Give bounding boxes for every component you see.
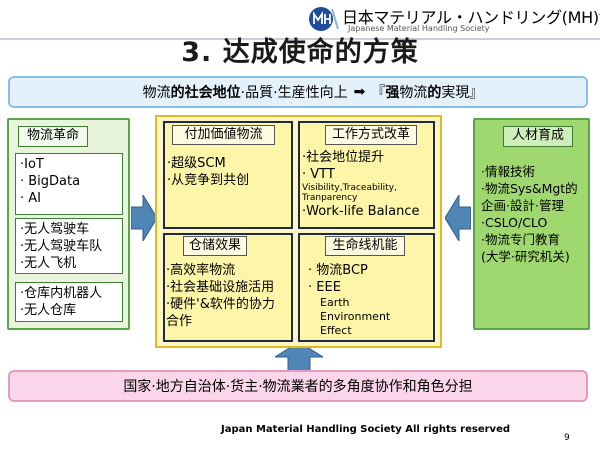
list-item: 企画·設計·管理 bbox=[481, 198, 564, 213]
banner-top-text-e: 强 bbox=[385, 85, 400, 101]
list-item: · BigData bbox=[20, 174, 81, 189]
up-arrow-icon bbox=[275, 342, 323, 372]
list-item: Tranparency bbox=[302, 193, 358, 203]
banner-top-text-g: 的 bbox=[427, 85, 442, 101]
header-divider bbox=[0, 38, 600, 40]
list-item: Environment bbox=[320, 310, 391, 323]
box-content: ·高效率物流 ·社会基础设施活用 ·硬件'&软件的协力 合作 bbox=[166, 262, 275, 330]
list-item: ·无人驾驶车队 bbox=[20, 239, 103, 254]
right-arrow-icon bbox=[131, 195, 157, 241]
list-item: ·无人驾驶车 bbox=[20, 222, 90, 237]
box-title: 仓储效果 bbox=[183, 236, 247, 256]
list-item: Effect bbox=[320, 324, 352, 337]
list-item: ·无人仓库 bbox=[20, 303, 77, 318]
list-item: ·社会基础设施活用 bbox=[166, 280, 275, 295]
list-item: ·高效率物流 bbox=[166, 263, 236, 278]
right-column bbox=[473, 118, 590, 330]
right-column-title: 人材育成 bbox=[503, 126, 573, 147]
left-arrow-icon bbox=[445, 195, 471, 241]
org-name-jp: 日本マテリアル・ハンドリング(MH)協会 bbox=[342, 8, 600, 27]
mh-logo-icon bbox=[308, 5, 340, 33]
box-content: · 物流BCP · EEE Earth Environment Effect bbox=[308, 262, 390, 338]
copyright: Japan Material Handling Society All righ… bbox=[221, 424, 511, 435]
list-item: ·无人飞机 bbox=[20, 256, 77, 271]
list-item: ·硬件'&软件的协力 bbox=[166, 297, 275, 312]
page-number: 9 bbox=[564, 433, 570, 443]
top-banner: 物流的社会地位·品質·生産性向上 ➡『强物流的実現』 bbox=[8, 76, 588, 108]
list-item: ·CSLO/CLO bbox=[481, 215, 548, 230]
list-item: Visibility,Traceability, bbox=[302, 183, 397, 193]
banner-top-text-b: 的社会地位 bbox=[170, 85, 241, 101]
list-item: ·从竞争到共创 bbox=[167, 173, 250, 188]
bottom-banner: 国家·地方自治体·货主·物流業者的多角度协作和角色分担 bbox=[8, 370, 588, 402]
list-item: ·物流Sys&Mgt的 bbox=[481, 181, 578, 196]
box-content: ·社会地位提升 · VTT Visibility,Traceability, T… bbox=[302, 149, 420, 220]
box-title: 工作方式改革 bbox=[325, 125, 417, 145]
right-arrow-icon: ➡ bbox=[353, 84, 366, 100]
left-column-title: 物流革命 bbox=[18, 126, 88, 147]
banner-top-text-f: 物流 bbox=[399, 85, 428, 101]
list-item: · AI bbox=[20, 191, 41, 206]
right-column-list: ·情報技術 ·物流Sys&Mgt的 企画·設計·管理 ·CSLO/CLO ·物流… bbox=[481, 163, 586, 265]
list-item: (大学·研究机关) bbox=[481, 249, 570, 264]
list-item: 合作 bbox=[166, 314, 193, 329]
banner-top-text-d: 『 bbox=[371, 85, 386, 101]
list-item: ·社会地位提升 bbox=[302, 150, 385, 165]
list-item: · EEE bbox=[308, 280, 341, 295]
box-title: 生命线机能 bbox=[325, 236, 405, 256]
list-item: ·仓库内机器人 bbox=[20, 286, 103, 301]
list-item: ·超级SCM bbox=[167, 156, 226, 171]
left-group-vehicles: ·无人驾驶车 ·无人驾驶车队 ·无人飞机 bbox=[15, 218, 123, 274]
left-group-warehouse: ·仓库内机器人 ·无人仓库 bbox=[15, 282, 123, 322]
banner-top-text-h: 実現』 bbox=[441, 85, 484, 101]
banner-top-text-c: ·品質·生産性向上 bbox=[240, 85, 348, 101]
list-item: ·IoT bbox=[20, 157, 44, 172]
banner-top-text-a: 物流 bbox=[142, 85, 171, 101]
left-group-tech: ·IoT · BigData · AI bbox=[15, 153, 123, 215]
list-item: · VTT bbox=[302, 167, 335, 182]
list-item: ·Work-life Balance bbox=[302, 204, 420, 219]
list-item: ·物流专门教育 bbox=[481, 232, 560, 247]
list-item: Earth bbox=[320, 296, 350, 309]
box-title: 付加価値物流 bbox=[172, 125, 275, 145]
box-content: ·超级SCM ·从竞争到共创 bbox=[167, 155, 249, 189]
list-item: · 物流BCP bbox=[308, 263, 368, 278]
page-title: 3. 达成使命的方策 bbox=[181, 37, 419, 68]
org-name-en: Japanese Material Handling Society bbox=[348, 24, 490, 33]
list-item: ·情報技術 bbox=[481, 164, 535, 179]
